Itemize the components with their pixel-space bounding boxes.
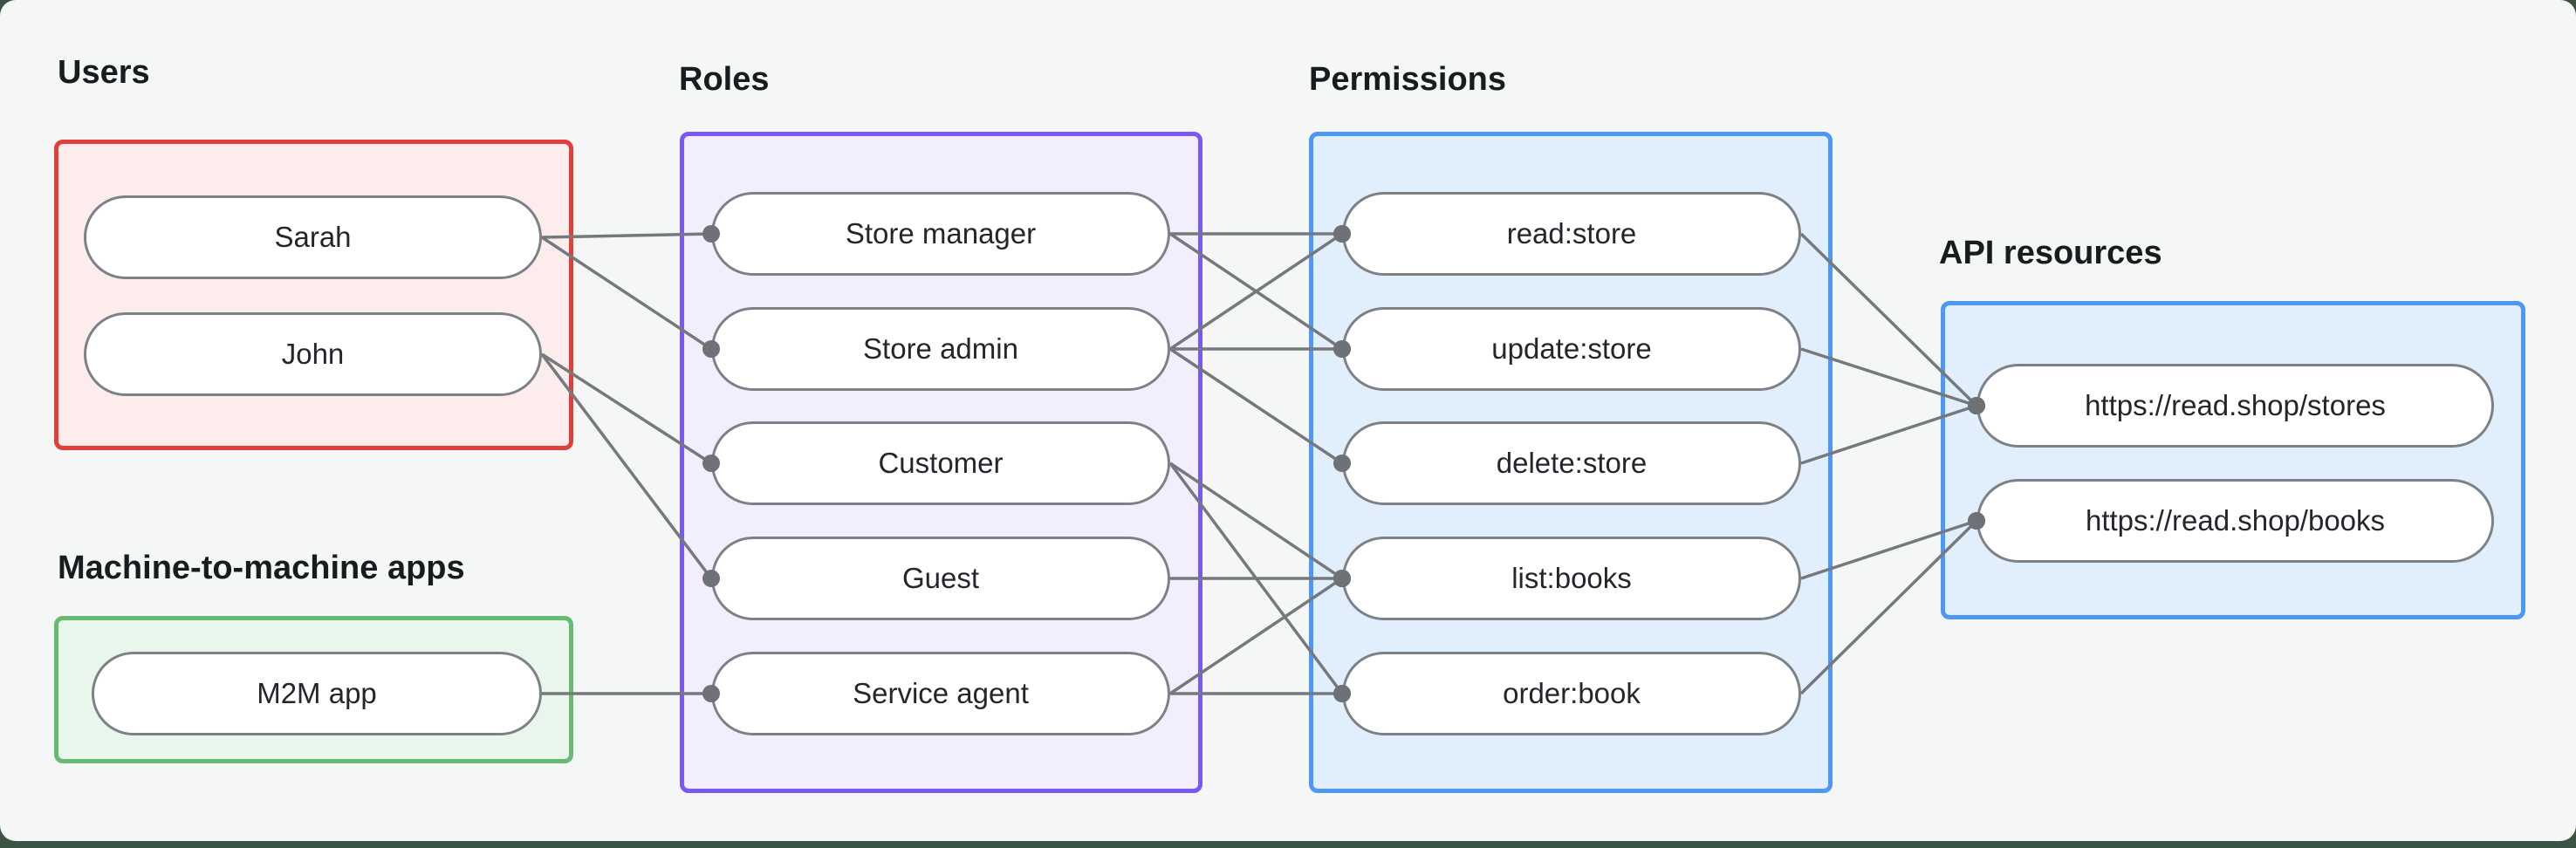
node-order-book: order:book: [1342, 652, 1801, 735]
node-stores-resource: https://read.shop/stores: [1977, 364, 2494, 448]
group-box-api-resources: [1941, 301, 2525, 619]
group-label-roles: Roles: [679, 61, 770, 98]
node-guest: Guest: [711, 537, 1170, 620]
group-label-users: Users: [58, 54, 150, 91]
node-list-books: list:books: [1342, 537, 1801, 620]
group-box-users: [54, 140, 573, 450]
node-store-admin: Store admin: [711, 307, 1170, 391]
node-store-manager: Store manager: [711, 192, 1170, 276]
node-sarah: Sarah: [84, 195, 542, 279]
node-service-agent: Service agent: [711, 652, 1170, 735]
group-label-permissions: Permissions: [1309, 61, 1506, 98]
node-books-resource: https://read.shop/books: [1977, 479, 2494, 563]
node-delete-store: delete:store: [1342, 421, 1801, 505]
node-read-store: read:store: [1342, 192, 1801, 276]
group-label-api-resources: API resources: [1939, 235, 2162, 271]
node-john: John: [84, 312, 542, 396]
node-update-store: update:store: [1342, 307, 1801, 391]
node-customer: Customer: [711, 421, 1170, 505]
node-m2m-app: M2M app: [92, 652, 542, 735]
group-label-m2m-apps: Machine-to-machine apps: [58, 550, 465, 586]
